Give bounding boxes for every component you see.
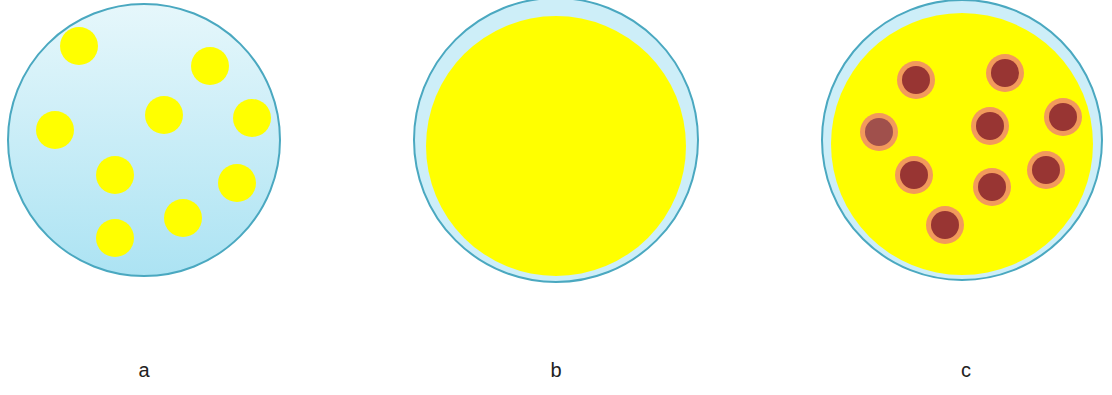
plaque [1027,151,1065,189]
plaque [971,107,1009,145]
plaque [895,156,933,194]
panel-label: c [961,358,971,382]
yellow-lawn [831,13,1093,275]
plaque [926,206,964,244]
colony [164,199,202,237]
plaque [973,168,1011,206]
colony [36,111,74,149]
colony [191,47,229,85]
dish-outline [8,4,280,276]
plaque [1044,98,1082,136]
plaque [897,61,935,99]
colony [60,27,98,65]
colony [96,219,134,257]
dish-c [822,0,1102,280]
plaques [860,54,1082,244]
dish-outline [414,0,698,282]
dish-a [8,4,280,276]
colony [233,99,271,137]
colony [145,96,183,134]
plaque [986,54,1024,92]
yellow-lawn [426,16,686,276]
panel-label: a [138,358,149,382]
dish-b [414,0,698,282]
colony [96,156,134,194]
colony [218,164,256,202]
plaque [860,113,898,151]
yellow-colonies [36,27,271,257]
panel-label: b [550,358,561,382]
dish-outline [822,0,1102,280]
